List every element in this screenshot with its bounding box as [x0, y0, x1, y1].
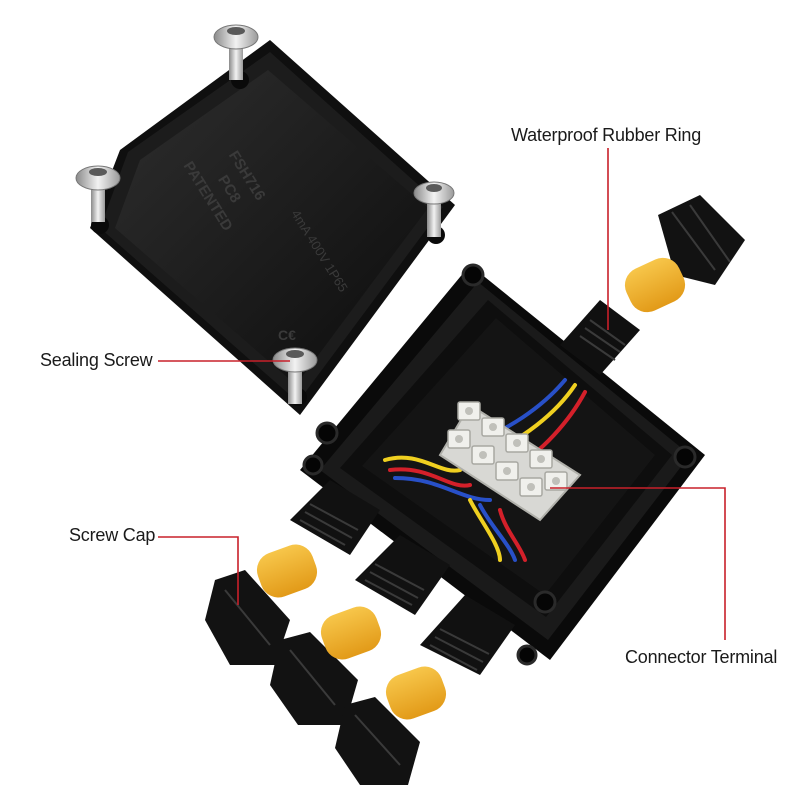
gland-left — [290, 480, 380, 555]
screw-cap-1 — [205, 570, 290, 665]
gland-top-right — [560, 300, 640, 375]
gland-middle — [355, 535, 450, 615]
callout-waterproof-ring: Waterproof Rubber Ring — [511, 125, 702, 145]
screw-cap-top-right — [658, 195, 745, 285]
rubber-ring-2 — [320, 606, 382, 660]
screw-cap-3 — [335, 697, 420, 785]
screw-right — [413, 181, 455, 237]
callout-screw-cap: Screw Cap — [69, 525, 156, 545]
rubber-ring-top — [624, 257, 686, 313]
callout-sealing-screw: Sealing Screw — [40, 350, 153, 370]
callout-connector-terminal: Connector Terminal — [625, 647, 778, 667]
connector-terminal — [438, 401, 582, 522]
screw-top — [213, 24, 259, 80]
gland-right — [420, 595, 515, 675]
screw-cap-2 — [270, 632, 358, 725]
screw-left — [75, 165, 121, 222]
rubber-ring-3 — [385, 666, 447, 720]
sealing-screw — [272, 347, 318, 404]
callout-line-terminal — [550, 487, 726, 640]
callout-lines — [158, 148, 726, 640]
callout-line-cap — [158, 536, 239, 605]
rubber-ring-1 — [256, 544, 318, 598]
ce-mark: C€ — [278, 327, 296, 343]
